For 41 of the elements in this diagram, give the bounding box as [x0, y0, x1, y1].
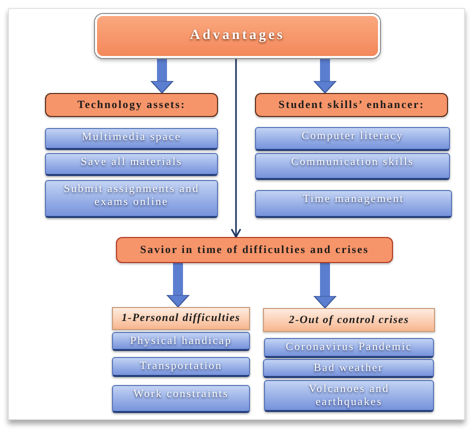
- heading-box: [95, 14, 380, 58]
- block-arrow: [314, 58, 336, 94]
- box-label: Student skills’ enhancer:: [278, 98, 424, 112]
- category-box: [116, 237, 393, 263]
- box-label: Bad weather: [314, 362, 384, 375]
- item-box: [45, 128, 218, 150]
- category-box: [255, 93, 448, 117]
- box-label: Save all materials: [80, 156, 182, 169]
- item-box: [255, 190, 452, 218]
- block-arrow: [166, 263, 190, 308]
- block-arrow: [314, 263, 336, 308]
- box-label: Work constraints: [133, 388, 229, 401]
- item-box: [264, 380, 434, 412]
- box-label: Physical handicap: [130, 335, 232, 348]
- box-label: Transportation: [140, 360, 222, 373]
- box-label: Submit assignments and exams online: [62, 183, 200, 208]
- box-label: 2-Out of control crises: [288, 314, 410, 326]
- item-box: [112, 357, 250, 377]
- box-label: Coronavirus Pandemic: [286, 341, 412, 354]
- item-box: [263, 359, 434, 378]
- item-box: [112, 332, 250, 351]
- category-box: [45, 93, 218, 117]
- box-label: Savior in time of difficulties and crises: [140, 244, 369, 256]
- item-box: [255, 127, 450, 151]
- box-label: Communication skills: [291, 156, 414, 169]
- box-label: Technology assets:: [77, 98, 186, 112]
- item-box: [45, 180, 218, 218]
- box-label: Volcanoes and earthquakes: [308, 383, 390, 408]
- box-label: Computer literacy: [302, 130, 404, 143]
- item-box: [264, 338, 434, 358]
- box-label: Advantages: [190, 28, 285, 44]
- item-box: [255, 153, 450, 180]
- box-label: Multimedia space: [82, 131, 182, 144]
- item-box: [112, 385, 250, 413]
- box-label: 1-Personal difficulties: [122, 312, 240, 325]
- subcategory-box: [263, 308, 435, 332]
- item-box: [45, 153, 218, 176]
- arrow: [230, 58, 242, 238]
- box-label: Time management: [302, 193, 404, 206]
- block-arrow: [150, 58, 174, 94]
- subcategory-box: [112, 307, 250, 330]
